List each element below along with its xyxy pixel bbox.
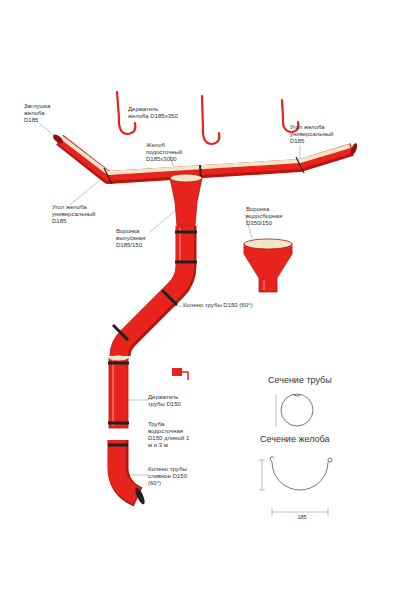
pipe-bands xyxy=(108,363,129,423)
drain-elbow-shadow xyxy=(118,440,138,497)
part-label: Угол желоба универсальный D185 xyxy=(290,124,344,145)
part-label: Заглушка желоба D185 xyxy=(24,103,58,124)
section-title: Сечение трубы xyxy=(268,375,348,385)
leader-line xyxy=(128,475,148,476)
corner-seam xyxy=(296,157,304,173)
pipe-band xyxy=(162,290,177,305)
pipe-holder xyxy=(172,368,182,376)
part-label: Воронка выпускная D185/150 xyxy=(116,228,160,249)
part-label: Угол желоба универсальный D185 xyxy=(52,204,100,225)
corner-seam xyxy=(104,168,112,184)
gutter-section xyxy=(259,457,332,516)
gutter-section-outline xyxy=(272,462,328,490)
pipe-highlight xyxy=(112,360,114,426)
section-title: Сечение желоба xyxy=(260,434,350,444)
gutter-inside xyxy=(61,137,350,173)
part-label: Воронка водосборная D350/150 xyxy=(246,206,296,227)
pipe-holder-arm xyxy=(182,372,188,380)
gutter-hooks xyxy=(117,92,298,144)
leader-line xyxy=(128,400,148,401)
drain-mouth xyxy=(133,487,146,506)
pipe-band xyxy=(175,231,197,234)
leader-line xyxy=(70,180,100,205)
dimension-value: 185 xyxy=(292,514,312,520)
dimension-line xyxy=(276,394,277,426)
outlet-funnel xyxy=(170,178,202,226)
part-label: Колено трубы D150 (60°) xyxy=(183,302,263,309)
gutter-end-cap xyxy=(51,133,64,145)
pipe-mouth xyxy=(109,356,128,361)
pipe-section-outline xyxy=(281,394,313,426)
part-label: Колено трубы сливное D150 (60°) xyxy=(148,466,194,487)
collection-funnel xyxy=(244,244,292,292)
gutter-hook xyxy=(202,96,219,144)
pipe-band xyxy=(113,325,128,340)
pipe-bands xyxy=(113,232,197,340)
part-label: Держатель трубы D150 xyxy=(148,394,192,408)
collection-funnel-top xyxy=(244,239,292,249)
pipe-band xyxy=(108,444,128,447)
dimension-line xyxy=(259,460,265,490)
part-label: Труба водосточная D150 длиной 1 м и 3 м xyxy=(148,421,194,449)
gutter-section-curl xyxy=(270,457,274,462)
gutter-section-bead xyxy=(328,458,332,462)
drain-elbow xyxy=(117,440,137,496)
downpipe xyxy=(109,358,128,428)
part-label: Держатель желоба D185x350 xyxy=(128,106,180,120)
part-label: Желоб подосточный D185x3000 xyxy=(146,142,192,163)
gutter-end xyxy=(350,143,359,156)
leader-line xyxy=(150,210,176,232)
pipe-band xyxy=(175,261,197,264)
pipe-section xyxy=(276,394,313,426)
gutter xyxy=(60,137,352,184)
funnel-highlight xyxy=(263,280,265,290)
outlet-funnel-top xyxy=(170,174,202,182)
pipe-section-seam xyxy=(293,394,301,396)
